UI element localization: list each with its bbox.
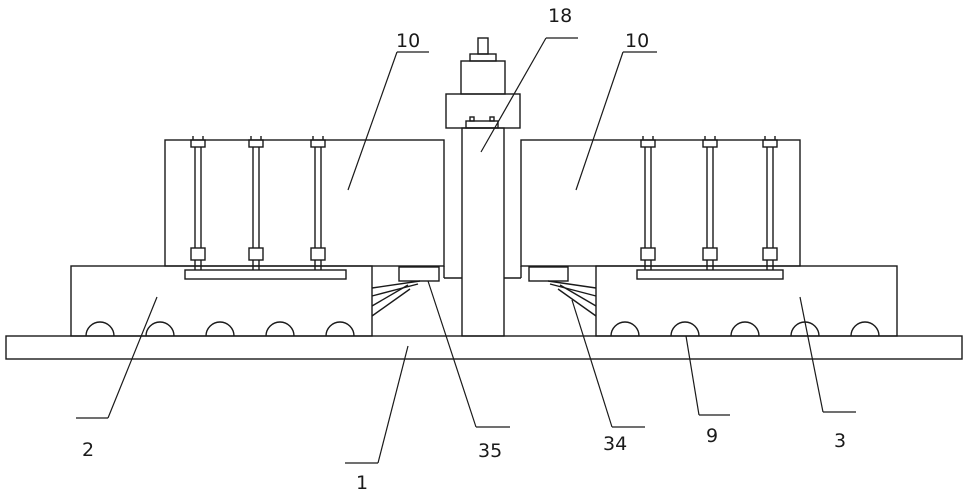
leader-1 — [378, 346, 408, 463]
leader-10-left — [348, 52, 397, 190]
roller — [611, 322, 639, 336]
motor — [461, 61, 505, 94]
roller — [86, 322, 114, 336]
hydraulic-cylinder — [191, 136, 205, 270]
label-1: 1 — [356, 472, 368, 494]
column-slot — [466, 121, 498, 128]
right-lifter-housing — [521, 140, 800, 266]
reference-labels: 10 10 18 2 1 35 34 9 3 — [82, 5, 846, 494]
leader-34 — [572, 300, 612, 427]
left-lifter-housing — [165, 140, 444, 266]
roller — [731, 322, 759, 336]
label-10-left: 10 — [396, 30, 420, 52]
roller — [851, 322, 879, 336]
motor-cap — [470, 54, 496, 61]
leader-2 — [108, 297, 157, 418]
left-carriage — [71, 266, 372, 336]
left-rollers — [86, 322, 354, 336]
right-rollers — [611, 322, 879, 336]
label-10-right: 10 — [625, 30, 649, 52]
left-cylinders — [185, 136, 346, 279]
right-carriage — [596, 266, 897, 336]
label-3: 3 — [834, 430, 846, 452]
roller — [266, 322, 294, 336]
hydraulic-cylinder — [311, 136, 325, 270]
hydraulic-cylinder — [249, 136, 263, 270]
leader-10-right — [576, 52, 623, 190]
label-18: 18 — [548, 5, 572, 27]
column-slot-tab-right — [490, 117, 494, 121]
hydraulic-cylinder — [763, 136, 777, 270]
leader-18 — [481, 38, 546, 152]
label-9: 9 — [706, 425, 718, 447]
hydraulic-cylinder — [703, 136, 717, 270]
left-pressing-plate — [185, 270, 346, 279]
right-bracket-struts — [548, 281, 596, 316]
central-column — [462, 128, 504, 336]
label-34: 34 — [603, 433, 627, 455]
hydraulic-cylinder — [641, 136, 655, 270]
left-bracket-struts — [372, 281, 420, 316]
right-bracket-block — [529, 267, 568, 281]
leader-35 — [428, 281, 476, 427]
leader-3 — [800, 297, 823, 412]
roller — [206, 322, 234, 336]
column-head — [446, 94, 520, 128]
roller — [146, 322, 174, 336]
column-slot-tab-left — [470, 117, 474, 121]
right-pressing-plate — [637, 270, 783, 279]
leader-lines — [76, 38, 856, 463]
roller — [326, 322, 354, 336]
leader-9 — [686, 336, 699, 415]
roller — [671, 322, 699, 336]
motor-shaft — [478, 38, 488, 54]
base-plate — [6, 336, 962, 359]
label-2: 2 — [82, 439, 94, 461]
label-35: 35 — [478, 440, 502, 462]
right-cylinders — [637, 136, 783, 279]
left-bracket-block — [399, 267, 439, 281]
